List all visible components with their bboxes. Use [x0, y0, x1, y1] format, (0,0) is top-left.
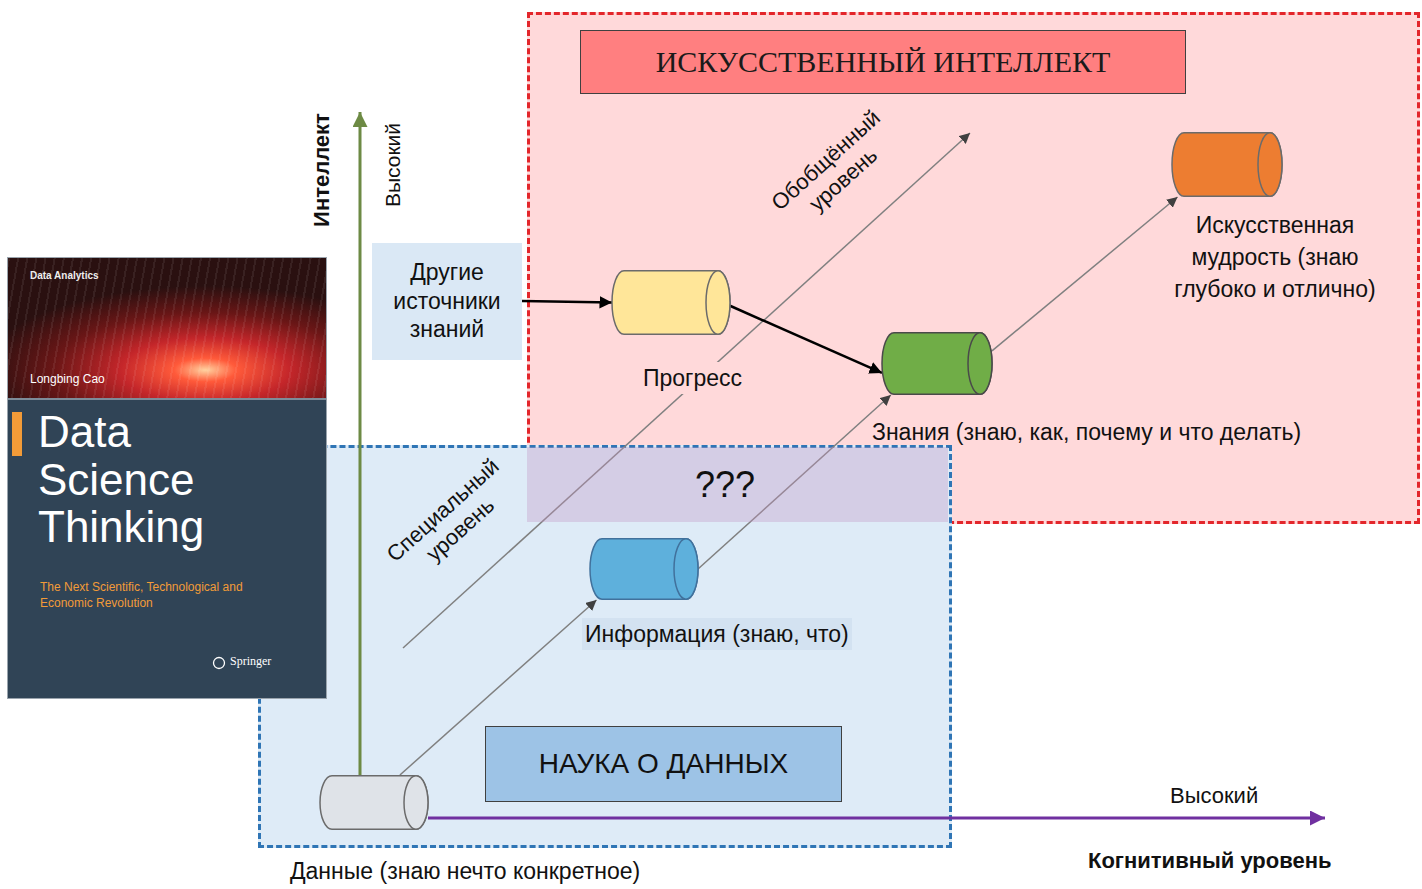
cylinder-label: Прогресс [640, 362, 745, 394]
intellect-axis [359, 112, 362, 775]
cylinder-shape [882, 332, 992, 395]
level-arrow [400, 600, 597, 775]
cover-rule [8, 398, 326, 400]
axis-label: Интеллект [309, 113, 335, 227]
wisdom-cylinder: Искусственная мудрость (знаю глубоко и о… [1172, 132, 1282, 197]
region-heading: НАУКА О ДАННЫХ [485, 726, 842, 802]
level-arrow [992, 197, 1178, 351]
cylinder-label: Искусственная мудрость (знаю глубоко и о… [1160, 209, 1390, 306]
text-slot: Данные (знаю нечто конкретное) [290, 855, 640, 887]
level-axis [403, 133, 970, 648]
overlap-band: ??? [527, 447, 948, 522]
information-cylinder: Информация (знаю, что) [590, 538, 698, 600]
text-slot: Прогресс [640, 362, 745, 394]
cover-text: Data Science Thinking [38, 408, 268, 551]
cylinder-body [882, 333, 992, 395]
cover-text: The Next Scientific, Technological and E… [40, 580, 290, 611]
text-slot: The Next Scientific, Technological and E… [40, 580, 290, 611]
cylinder-cap [706, 271, 730, 335]
cover-accent [12, 412, 22, 456]
band-text: ??? [695, 464, 755, 506]
text-slot: Data Science Thinking [38, 408, 268, 551]
text-slot: Когнитивный уровень [1088, 848, 1331, 874]
text-slot: Springer [230, 654, 271, 669]
cylinder-shape [612, 270, 730, 335]
cylinder-label: Информация (знаю, что) [582, 618, 852, 650]
progress-cylinder: Прогресс [612, 270, 730, 335]
cylinder-cap [674, 539, 698, 600]
text-slot: Искусственная мудрость (знаю глубоко и о… [1160, 209, 1390, 306]
cylinder-body [590, 539, 698, 600]
cylinder-shape [1172, 132, 1282, 197]
cylinder-body [1172, 133, 1282, 197]
cylinder-body [612, 271, 730, 335]
text-slot: ИСКУССТВЕННЫЙ ИНТЕЛЛЕКТ [580, 30, 1186, 94]
text-slot: Longbing Cao [30, 372, 105, 386]
cylinder-cap [968, 333, 992, 395]
cover-text: Data Analytics [30, 270, 99, 281]
text-slot: Знания (знаю, как, почему и что делать) [872, 416, 1301, 448]
cover-text: Longbing Cao [30, 372, 105, 386]
text-slot: Высокий [1170, 783, 1258, 809]
cylinder-body [320, 776, 428, 830]
publisher-icon [212, 656, 226, 670]
box-text: Другие источники знаний [378, 258, 516, 344]
cylinder-label: Знания (знаю, как, почему и что делать) [872, 416, 1301, 448]
axis-label: Когнитивный уровень [1088, 848, 1331, 874]
region-heading: ИСКУССТВЕННЫЙ ИНТЕЛЛЕКТ [580, 30, 1186, 94]
connector-group [400, 197, 1178, 775]
publisher-icon-ring [214, 658, 225, 669]
cylinder-shape [590, 538, 698, 600]
source-box: Другие источники знаний [372, 243, 522, 360]
level-arrow [698, 395, 891, 569]
cognitive-axis [428, 817, 1325, 820]
cylinder-cap [1258, 133, 1282, 197]
text-slot: Высокий [381, 123, 405, 207]
data-cylinder: Данные (знаю нечто конкретное) [320, 775, 428, 830]
cylinder-shape [320, 775, 428, 830]
flow-arrow [730, 306, 882, 373]
text-slot: Data Analytics [30, 270, 99, 281]
book-cover: Data AnalyticsLongbing CaoData Science T… [8, 258, 326, 698]
text-slot: НАУКА О ДАННЫХ [485, 726, 842, 802]
axis-label: Высокий [381, 123, 405, 207]
text-slot: ??? [695, 447, 755, 522]
knowledge-cylinder: Знания (знаю, как, почему и что делать) [882, 332, 992, 395]
text-slot: Интеллект [309, 113, 335, 227]
text-slot: Информация (знаю, что) [582, 618, 852, 650]
flow-arrow [522, 301, 612, 303]
cylinder-cap [404, 776, 428, 830]
cover-text: Springer [230, 654, 271, 669]
axis-label: Высокий [1170, 783, 1258, 809]
cylinder-label: Данные (знаю нечто конкретное) [290, 855, 640, 887]
